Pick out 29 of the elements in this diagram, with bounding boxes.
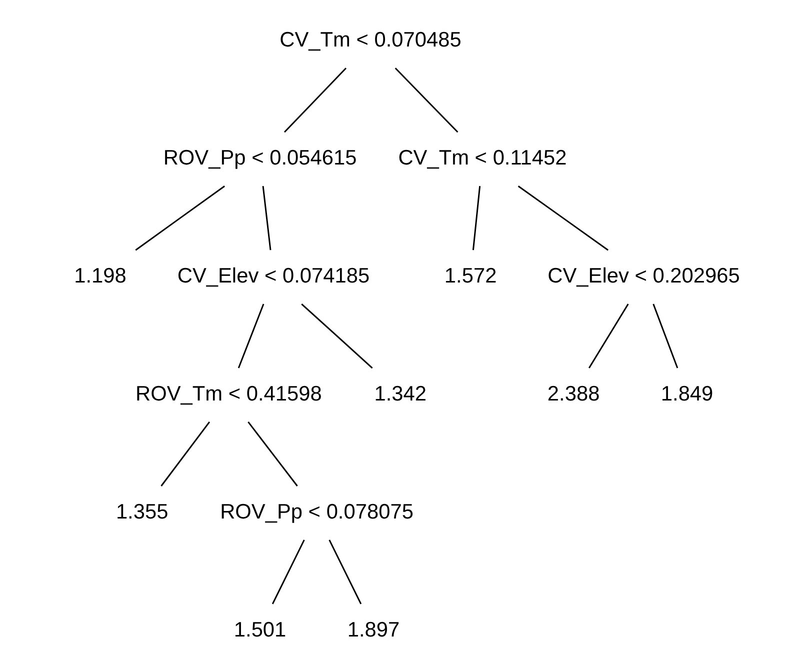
node-text: 1.501 — [233, 618, 286, 642]
connector — [262, 186, 271, 250]
node-text: CV_Tm < 0.070485 — [279, 28, 461, 52]
node-text: CV_Elev < 0.202965 — [547, 264, 740, 288]
node-text: ROV_Tm < 0.41598 — [134, 382, 322, 406]
connector — [247, 422, 298, 486]
connector — [271, 540, 304, 604]
node-text: 1.355 — [115, 500, 168, 524]
connector — [472, 186, 480, 250]
connector — [517, 185, 608, 251]
node-text: 1.198 — [74, 264, 126, 288]
connector — [652, 304, 678, 368]
connector — [588, 304, 628, 368]
connector — [237, 304, 264, 368]
node-text: ROV_Pp < 0.054615 — [162, 146, 356, 170]
connector — [134, 185, 225, 251]
node-text: 1.342 — [374, 382, 426, 406]
node-text: CV_Elev < 0.074185 — [176, 264, 370, 288]
node-text: 1.572 — [444, 264, 496, 288]
connector — [160, 422, 210, 486]
node-text: 1.849 — [660, 382, 713, 406]
node-text: 2.388 — [546, 382, 600, 406]
connector — [328, 540, 362, 604]
connector — [300, 303, 372, 369]
node-text: ROV_Pp < 0.078075 — [220, 500, 413, 524]
connector — [283, 68, 346, 133]
node-text: CV_Tm < 0.11452 — [398, 146, 566, 170]
node-text: 1.897 — [346, 618, 400, 642]
connector — [394, 68, 458, 133]
